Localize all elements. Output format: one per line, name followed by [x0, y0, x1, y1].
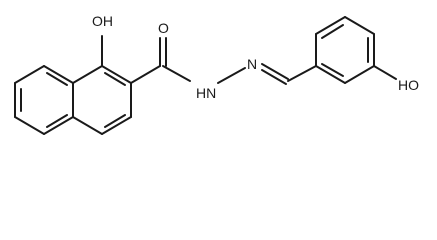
bond	[72, 116, 103, 135]
chemical-structure-diagram: OH O HN N HO	[14, 13, 419, 135]
imine-double-bond	[261, 69, 287, 85]
bond	[130, 65, 161, 84]
double-bond	[46, 72, 68, 86]
bond	[344, 65, 375, 84]
bond	[101, 65, 132, 84]
bond	[315, 65, 346, 84]
phenyl-ring	[315, 16, 375, 84]
imine-n-label: N	[247, 56, 257, 72]
double-bond	[104, 114, 126, 128]
double-bond	[104, 72, 126, 86]
bond	[43, 65, 74, 84]
bond	[43, 116, 74, 135]
bond-to-hydroxyl	[373, 65, 397, 80]
double-bond	[46, 114, 68, 128]
double-bond	[321, 24, 344, 39]
bond	[72, 65, 103, 84]
double-bond	[321, 63, 344, 77]
bond	[14, 116, 45, 135]
naphthalene-right-ring	[72, 65, 132, 135]
naphthalene-left-ring	[14, 65, 74, 135]
phenol-hydroxyl-label: HO	[398, 77, 419, 93]
bond	[101, 116, 132, 135]
naphthol-hydroxyl-label: OH	[92, 13, 113, 29]
bond	[217, 67, 246, 84]
imine-double-bond	[261, 63, 289, 80]
bond	[14, 65, 45, 84]
bond	[315, 16, 346, 35]
carbonyl-oxygen-label: O	[158, 20, 169, 36]
bond	[287, 65, 317, 82]
amide-nh-label: HN	[196, 85, 216, 101]
bond	[344, 16, 375, 35]
bond	[162, 65, 191, 82]
